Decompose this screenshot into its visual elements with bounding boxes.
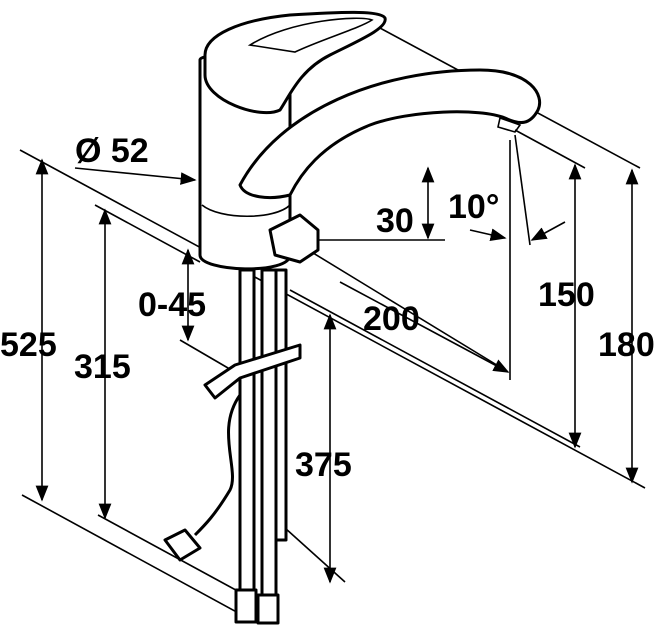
overall-length-label: 525 — [0, 326, 57, 364]
mounting-bracket — [203, 343, 302, 400]
faucet-illustration — [163, 10, 541, 625]
supply-pipes — [234, 268, 288, 625]
spout-reach-label: 200 — [363, 300, 420, 338]
pipe-length-label: 375 — [295, 446, 352, 484]
side-knob — [268, 213, 320, 264]
dimension-labels: Ø 52 30 10° 0-45 200 150 180 525 315 375 — [0, 132, 655, 484]
dimension-lines — [35, 158, 639, 584]
total-height-label: 180 — [598, 326, 655, 364]
lever-handle — [203, 10, 387, 115]
hose-connector — [163, 528, 202, 562]
angle-label: 10° — [448, 188, 499, 226]
lever-height-label: 30 — [376, 202, 414, 240]
flexible-hose — [193, 394, 242, 537]
spout-height-label: 150 — [538, 276, 595, 314]
spout — [238, 68, 541, 199]
diameter-label: Ø 52 — [75, 132, 149, 170]
mount-range-label: 0-45 — [138, 286, 206, 324]
hose-length-label: 315 — [74, 348, 131, 386]
